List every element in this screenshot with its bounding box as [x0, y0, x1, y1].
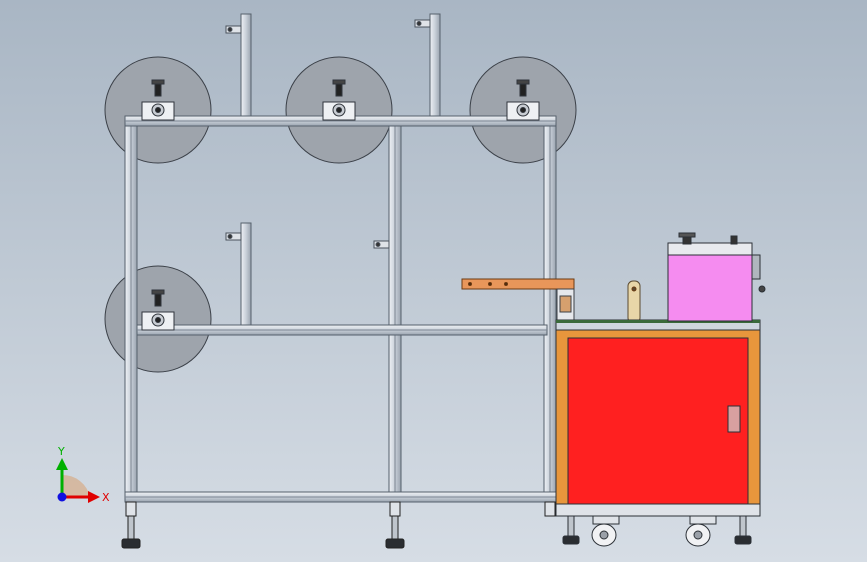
- brackets: [225, 19, 431, 249]
- upright-c: [240, 222, 252, 328]
- y-axis-arrowhead: [56, 458, 68, 470]
- upright-b: [429, 13, 441, 119]
- top-box: [667, 232, 766, 322]
- y-axis-label: Y: [57, 445, 65, 458]
- x-axis-label: X: [102, 491, 110, 504]
- vertical-profiles: [124, 13, 557, 501]
- spool-hubs: [141, 79, 540, 331]
- casters: [562, 515, 752, 547]
- upright-a: [240, 13, 252, 119]
- z-axis-dot: [57, 492, 67, 502]
- x-axis-arrowhead: [88, 491, 100, 503]
- cabinet: [555, 319, 761, 517]
- frame-feet: [121, 501, 556, 549]
- axis-triad[interactable]: Y X: [56, 445, 110, 504]
- triad-plane: [62, 474, 90, 497]
